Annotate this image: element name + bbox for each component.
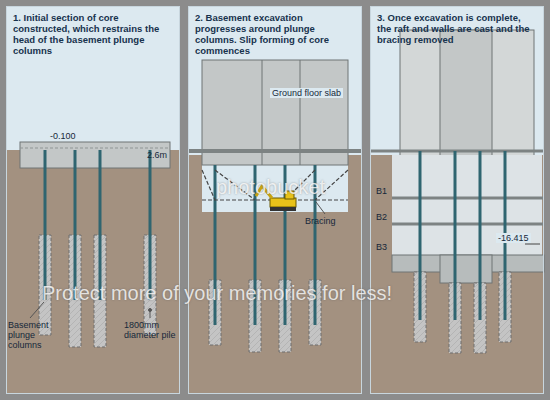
- stage-panel: 3. Once excavation is complete, the raft…: [370, 6, 544, 394]
- stage-panel: 2. Basement excavation progresses around…: [188, 6, 362, 394]
- watermark: Protect more of your memories for less!: [42, 282, 392, 304]
- dimension-label: 2.6m: [147, 150, 167, 160]
- dimension-label: 1800mm diameter pile: [124, 320, 176, 340]
- stage-heading: 1. Initial section of core constructed, …: [13, 12, 173, 56]
- dimension-label: -16.415: [496, 233, 531, 243]
- dimension-label: Basement plunge columns: [8, 320, 70, 350]
- watermark: photobucket: [216, 176, 325, 198]
- stage-heading: 3. Once excavation is complete, the raft…: [377, 12, 537, 45]
- dimension-label: B2: [376, 212, 387, 222]
- dimension-label: B1: [376, 186, 387, 196]
- dimension-label: -0.100: [48, 131, 78, 141]
- dimension-label: B3: [376, 242, 387, 252]
- stage-heading: 2. Basement excavation progresses around…: [195, 12, 355, 56]
- dimension-label: Bracing: [305, 216, 336, 226]
- dimension-label: Ground floor slab: [270, 88, 343, 98]
